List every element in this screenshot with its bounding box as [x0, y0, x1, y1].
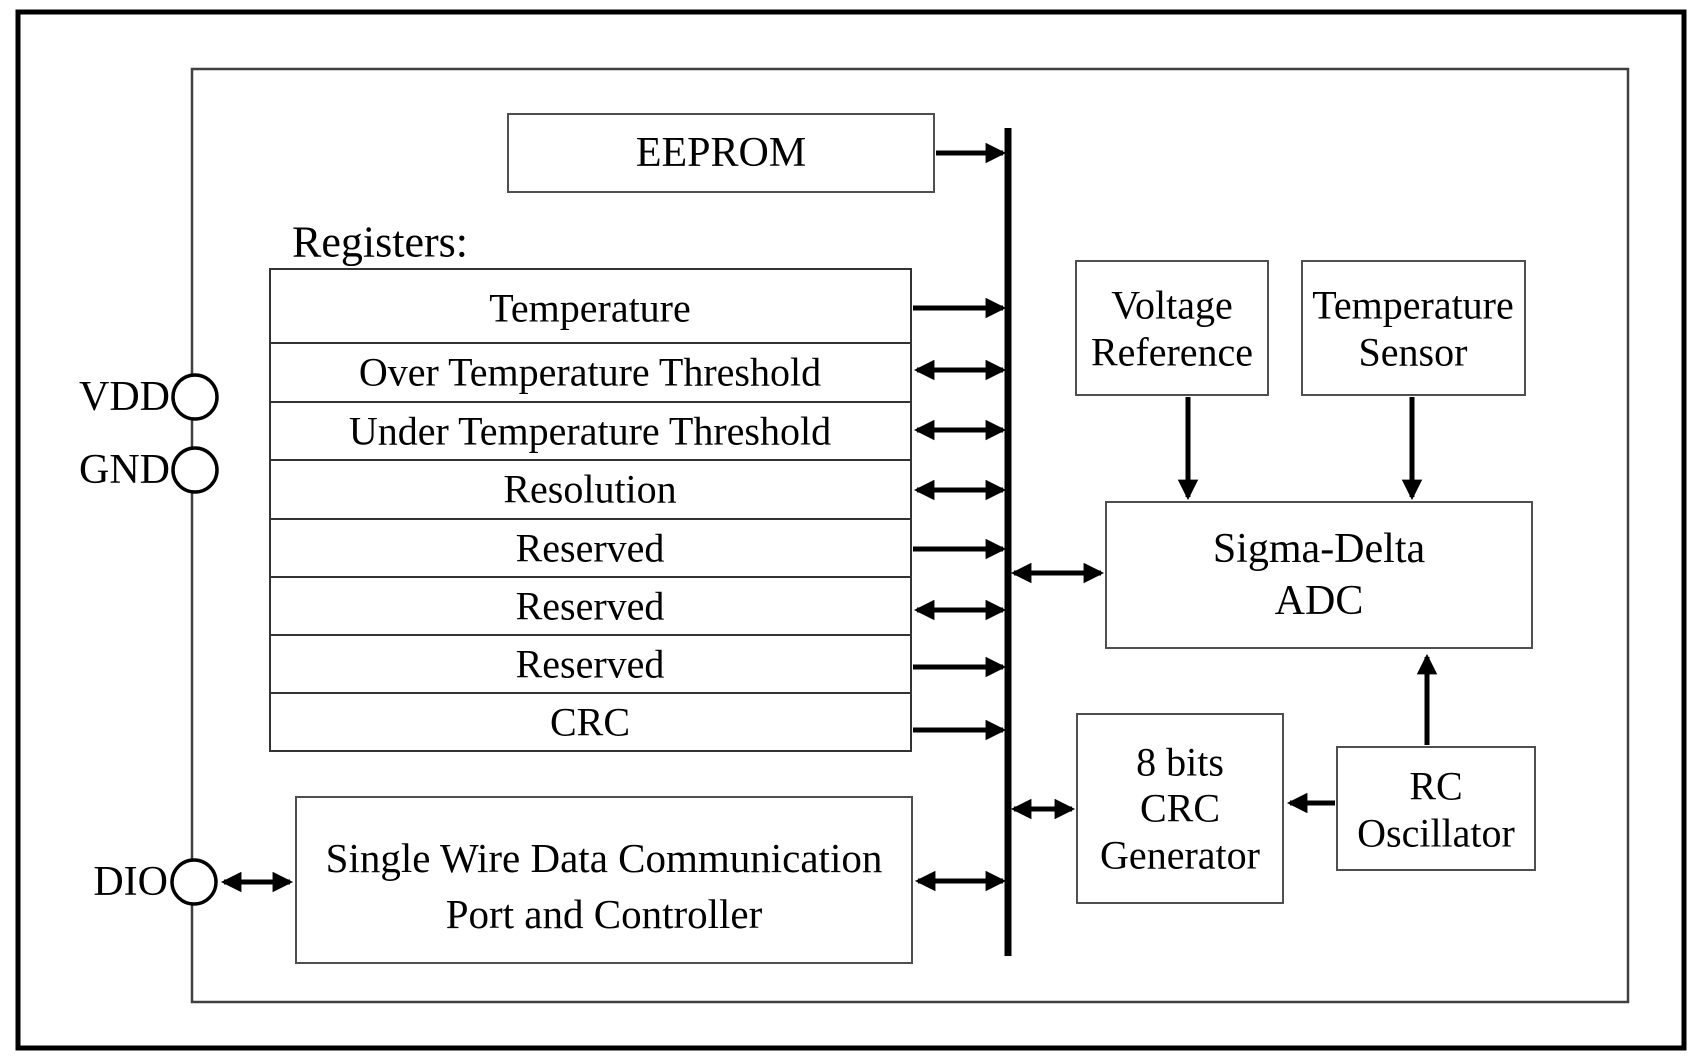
register-row-temperature: Temperature — [489, 286, 691, 331]
registers-heading: Registers: — [292, 218, 468, 267]
gnd-pin-label: GND — [79, 447, 170, 493]
sigma-delta-adc-label-line1: Sigma-Delta — [1213, 526, 1426, 572]
crc-generator-label-line3: Generator — [1100, 833, 1260, 878]
temperature-sensor-block: Temperature Sensor — [1301, 260, 1526, 396]
sigma-delta-adc-block: Sigma-Delta ADC — [1105, 501, 1533, 649]
eeprom-block: EEPROM — [507, 113, 1007, 193]
single-wire-port-box — [295, 796, 913, 964]
voltage-reference-label-line2: Reference — [1091, 330, 1253, 375]
pins: VDD GND DIO — [79, 373, 294, 906]
voltage-reference-block: Voltage Reference — [1075, 260, 1269, 396]
single-wire-port-label-line2: Port and Controller — [446, 891, 763, 937]
register-row-reserved-2: Reserved — [516, 584, 665, 629]
rc-oscillator-label-line1: RC — [1409, 764, 1462, 809]
dio-pin-circle — [170, 858, 218, 906]
dio-pin-label: DIO — [93, 859, 168, 905]
crc-generator-block: 8 bits CRC Generator — [1076, 713, 1284, 904]
temperature-sensor-label-line1: Temperature — [1312, 283, 1514, 328]
gnd-pin-circle — [171, 446, 219, 494]
vdd-pin-label: VDD — [79, 374, 170, 420]
single-wire-port-block: Single Wire Data Communication Port and … — [295, 796, 913, 964]
chip-boundary — [190, 67, 1630, 1004]
register-row-resolution: Resolution — [503, 467, 676, 512]
single-wire-port-label-line1: Single Wire Data Communication — [326, 835, 883, 881]
register-row-under-temperature-threshold: Under Temperature Threshold — [349, 409, 831, 454]
register-row-over-temperature-threshold: Over Temperature Threshold — [359, 350, 821, 395]
register-row-crc: CRC — [550, 700, 630, 745]
register-row-reserved-3: Reserved — [516, 642, 665, 687]
register-table-box — [269, 268, 912, 752]
crc-generator-box — [1076, 713, 1284, 904]
rc-oscillator-block: RC Oscillator — [1336, 746, 1536, 871]
rc-oscillator-box — [1336, 746, 1536, 871]
rc-oscillator-label-line2: Oscillator — [1357, 811, 1515, 856]
voltage-reference-label-line1: Voltage — [1111, 283, 1232, 328]
temperature-sensor-box — [1301, 260, 1526, 396]
register-bus-arrows — [913, 297, 1007, 741]
temperature-sensor-label-line2: Sensor — [1359, 330, 1468, 375]
block-arrows — [914, 397, 1438, 892]
register-table: Temperature Over Temperature Threshold U… — [269, 268, 912, 752]
sigma-delta-adc-label-line2: ADC — [1275, 578, 1364, 624]
eeprom-label: EEPROM — [636, 130, 806, 176]
crc-generator-label-line2: CRC — [1140, 786, 1220, 831]
figure-outer-border — [15, 9, 1687, 1051]
register-row-reserved-1: Reserved — [516, 526, 665, 571]
sigma-delta-adc-box — [1105, 501, 1533, 649]
vdd-pin-circle — [171, 373, 219, 421]
voltage-reference-box — [1075, 260, 1269, 396]
eeprom-box — [507, 113, 935, 193]
crc-generator-label-line1: 8 bits — [1136, 740, 1224, 785]
